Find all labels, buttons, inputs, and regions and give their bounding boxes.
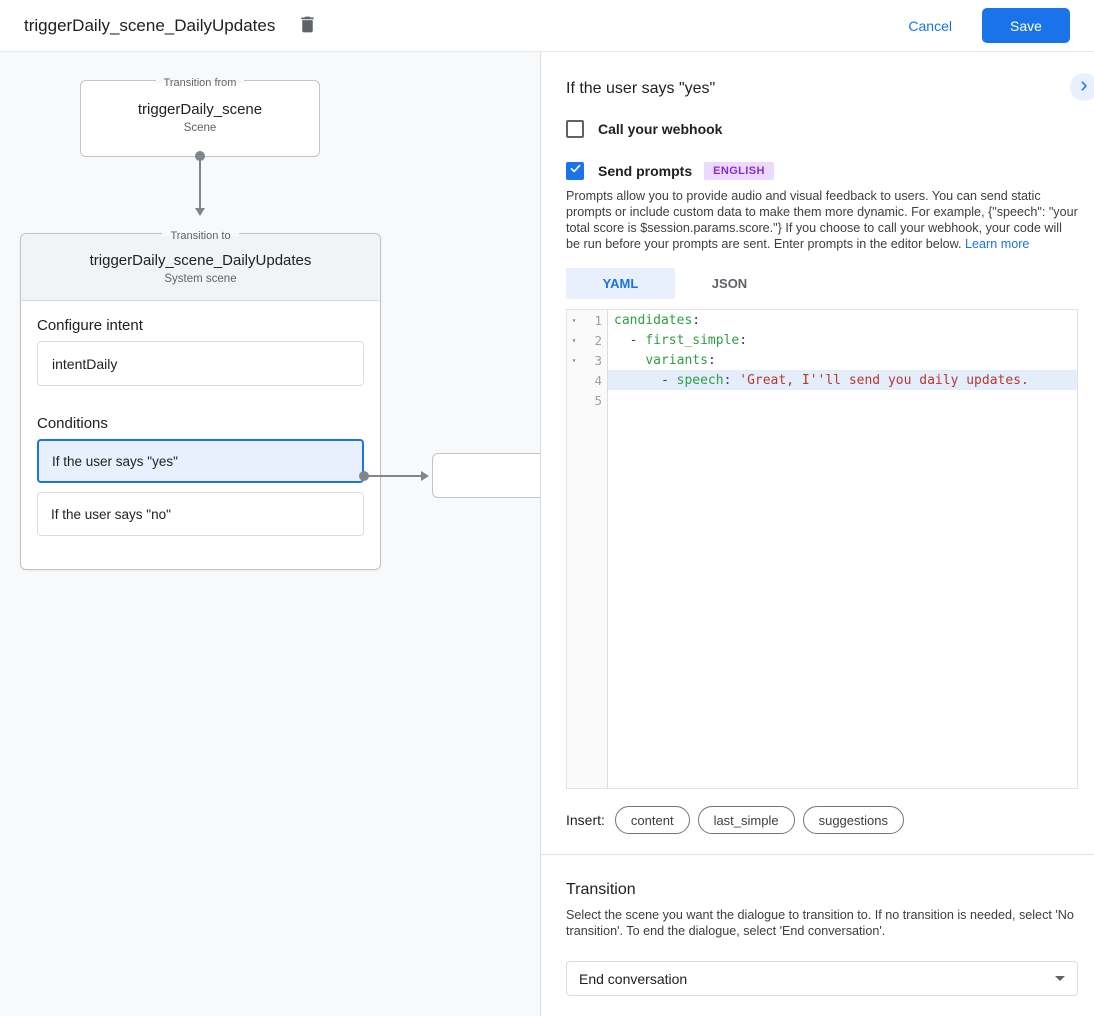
line-number: 2 [594,332,602,348]
scene-node-subtitle: Scene [183,122,217,134]
scene-node-transition-to[interactable]: Transition to triggerDaily_scene_DailyUp… [20,228,381,570]
checkmark-icon [569,162,582,180]
insert-label: Insert: [566,812,605,828]
transition-from-legend: Transition from [155,75,245,91]
transition-target-node[interactable] [432,453,540,498]
insert-chip-last-simple[interactable]: last_simple [697,806,795,834]
code-token: candidates [614,312,693,328]
prompts-description-text: Prompts allow you to provide audio and v… [566,189,1078,251]
code-line-highlighted: - speech: 'Great, I''ll send you daily u… [608,370,1077,390]
tab-yaml[interactable]: YAML [566,268,675,299]
webhook-row: Call your webhook [566,120,1078,138]
trash-icon [297,14,318,38]
arrowhead-right-icon [421,471,429,481]
scene-node-transition-from[interactable]: Transition from triggerDaily_scene Scene [80,75,320,157]
flow-canvas: Transition from triggerDaily_scene Scene… [0,52,541,1016]
fold-icon[interactable]: ▾ [571,315,577,325]
scene-node-body: Configure intent intentDaily Conditions … [21,301,380,536]
condition-label: If the user says "no" [51,506,171,522]
collapse-panel-button[interactable] [1070,73,1094,101]
save-button[interactable]: Save [982,8,1070,43]
editor-code-area[interactable]: candidates: - first_simple: variants: - … [608,310,1077,788]
code-token: : [739,332,748,348]
condition-item-yes[interactable]: If the user says "yes" [37,439,364,483]
connector-line-horizontal [368,475,421,477]
fold-icon[interactable]: ▾ [571,355,577,365]
insert-chip-content[interactable]: content [614,806,690,834]
transition-heading: Transition [566,881,636,898]
editor-gutter: ▾ 1 ▾ 2 ▾ 3 4 5 [567,310,608,788]
code-token: variants [645,352,708,368]
line-number: 4 [594,372,602,388]
code-token: : [707,352,716,368]
send-prompts-checkbox[interactable] [566,162,584,180]
scene-node-header: Transition to triggerDaily_scene_DailyUp… [21,228,380,301]
insert-row: Insert: content last_simple suggestions [566,806,1078,834]
line-number: 1 [594,312,602,328]
yaml-code-editor[interactable]: ▾ 1 ▾ 2 ▾ 3 4 5 candidates: - first_simple:… [566,309,1078,789]
code-token: : [723,372,740,388]
code-token [614,353,645,368]
learn-more-link[interactable]: Learn more [965,237,1030,251]
transition-select[interactable]: End conversation [566,961,1078,996]
transition-description: Select the scene you want the dialogue t… [566,908,1074,938]
send-prompts-label: Send prompts [598,163,693,179]
tab-json[interactable]: JSON [711,276,748,291]
condition-label: If the user says "yes" [52,453,178,469]
delete-scene-button[interactable] [293,12,321,40]
section-divider [541,854,1094,855]
line-number: 5 [594,392,602,408]
intent-field[interactable]: intentDaily [37,341,364,386]
scene-node-subtitle: System scene [164,273,237,285]
call-webhook-label: Call your webhook [598,121,723,137]
transition-select-value: End conversation [579,970,688,987]
code-token: speech [676,372,724,388]
code-line: candidates: [608,310,1077,330]
condition-item-no[interactable]: If the user says "no" [37,492,364,536]
fold-icon[interactable]: ▾ [571,335,577,345]
code-token: : [692,312,701,328]
connector-dot [359,471,369,481]
scene-node-title: triggerDaily_scene_DailyUpdates [89,252,312,269]
editor-tabs: YAML JSON [566,268,1078,299]
conditions-label: Conditions [37,415,108,432]
intent-value: intentDaily [52,355,118,372]
scene-node-title: triggerDaily_scene [137,101,263,118]
code-line: variants: [608,350,1077,370]
send-prompts-row: Send prompts ENGLISH [566,162,1078,180]
code-token: - [614,372,677,388]
condition-detail-title: If the user says "yes" [566,80,716,97]
insert-chip-suggestions[interactable]: suggestions [802,806,904,834]
prompts-description: Prompts allow you to provide audio and v… [566,188,1078,252]
code-token: - [614,332,646,348]
connector-line-vertical [199,160,201,208]
app-bar: triggerDaily_scene_DailyUpdates Cancel S… [0,0,1094,52]
call-webhook-checkbox[interactable] [566,120,584,138]
language-badge: ENGLISH [704,162,774,180]
connector-dot [195,151,205,161]
code-line [608,390,1077,410]
arrowhead-down-icon [195,208,205,216]
caret-down-icon [1055,976,1065,981]
code-token: first_simple [645,332,740,348]
code-token: 'Great, I''ll send you daily updates. [739,372,1029,388]
configure-intent-label: Configure intent [37,317,143,334]
chevron-right-icon [1077,79,1091,96]
line-number: 3 [594,352,602,368]
detail-panel: If the user says "yes" Call your webhook… [541,52,1094,1016]
cancel-button[interactable]: Cancel [908,17,952,34]
page-title: triggerDaily_scene_DailyUpdates [24,15,276,35]
code-line: - first_simple: [608,330,1077,350]
